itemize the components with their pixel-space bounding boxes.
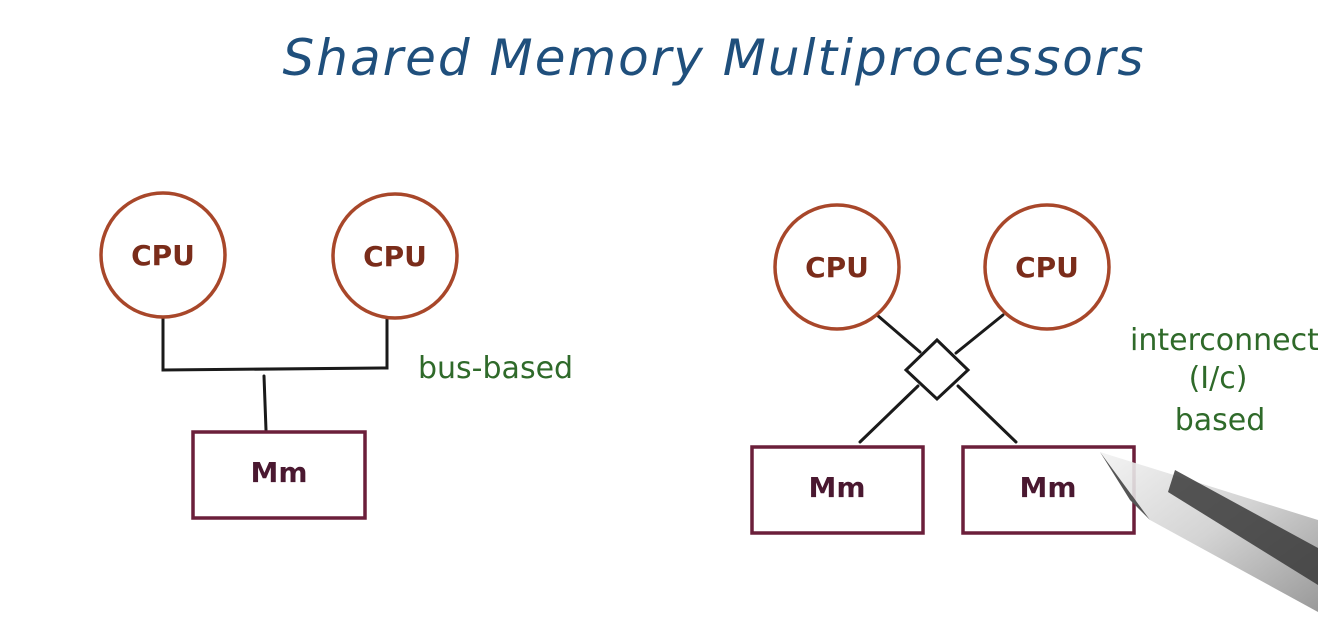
page-title: Shared Memory Multiprocessors <box>283 29 1146 87</box>
cpu-node: CPU <box>331 192 459 320</box>
cpu-label: CPU <box>363 240 427 273</box>
interconnect-line <box>954 313 1005 355</box>
interconnect-line <box>858 384 920 444</box>
cpu-label: CPU <box>1015 251 1079 284</box>
cpu-label: CPU <box>131 239 195 272</box>
interconnect-annotation-line1: interconnect <box>1130 323 1318 358</box>
interconnect-line <box>956 384 1018 444</box>
bus-based-annotation: bus-based <box>418 351 573 386</box>
memory-label: Mm <box>1019 471 1076 504</box>
interconnect-based-diagram: CPU CPU Mm Mm interconnect (I/c) based <box>750 203 1318 535</box>
cpu-node: CPU <box>99 191 227 319</box>
cpu-node: CPU <box>983 203 1111 331</box>
memory-node: Mm <box>750 445 925 535</box>
bus-line <box>161 316 389 372</box>
cpu-label: CPU <box>805 251 869 284</box>
interconnect-switch <box>903 337 971 402</box>
bus-to-memory-line <box>262 374 268 432</box>
interconnect-annotation-line2: (I/c) <box>1189 361 1248 396</box>
interconnect-annotation-line3: based <box>1175 403 1266 438</box>
memory-label: Mm <box>250 456 307 489</box>
cpu-node: CPU <box>773 203 901 331</box>
pen-icon <box>1100 452 1318 612</box>
interconnect-line <box>875 313 922 354</box>
bus-based-diagram: CPU CPU Mm bus-based <box>99 191 573 520</box>
memory-node: Mm <box>191 430 367 520</box>
memory-label: Mm <box>808 471 865 504</box>
